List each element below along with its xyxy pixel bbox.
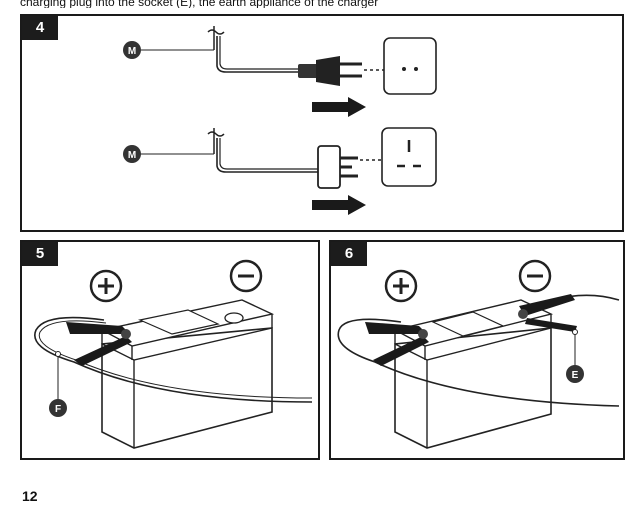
plug-illustration: M M [123,26,437,215]
page-number: 12 [22,488,38,504]
step-badge: 4 [22,16,58,40]
panel-step-5: 5 F [20,240,320,460]
callout-f: F [55,404,61,415]
step-badge: 5 [22,242,58,266]
truncated-instruction-text: charging plug into the socket (E), the e… [20,0,379,8]
callout-m-top: M [128,46,136,57]
battery-illustration: E [337,259,620,449]
panel-step-4: 4 M M [20,14,624,232]
battery-illustration: F [34,259,313,449]
panel-step-6: 6 E [329,240,625,460]
callout-m-bottom: M [128,150,136,161]
step-badge: 6 [331,242,367,266]
callout-e: E [572,370,579,381]
